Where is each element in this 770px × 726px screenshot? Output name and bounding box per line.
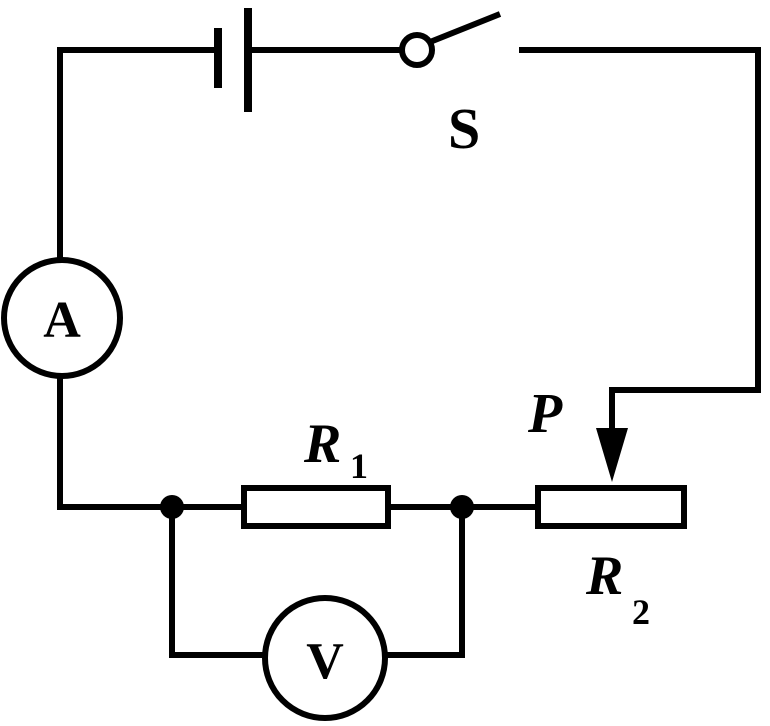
r1-subscript: 1 [350, 446, 368, 486]
switch-blade [428, 11, 502, 45]
voltmeter: V [262, 595, 388, 721]
wire-left-bottom [57, 373, 247, 510]
wire-voltmeter-right [383, 504, 465, 658]
switch [399, 11, 502, 68]
wire-right [519, 47, 761, 443]
r2-label: R [585, 545, 623, 607]
r2-subscript: 2 [632, 592, 650, 632]
resistor-r1 [241, 485, 391, 529]
switch-pivot [399, 32, 435, 68]
battery [214, 8, 252, 112]
wire-voltmeter-left [169, 504, 267, 658]
slider-label: P [527, 383, 563, 445]
voltmeter-circle [262, 595, 388, 721]
slider-arrowhead [596, 428, 628, 482]
ammeter: A [1, 257, 123, 379]
voltmeter-label: V [306, 633, 344, 690]
ammeter-label: A [43, 292, 81, 349]
rheostat-r2 [535, 485, 687, 529]
wire-top-left [57, 47, 221, 271]
r1-label: R [303, 413, 341, 475]
switch-label: S [448, 96, 480, 161]
